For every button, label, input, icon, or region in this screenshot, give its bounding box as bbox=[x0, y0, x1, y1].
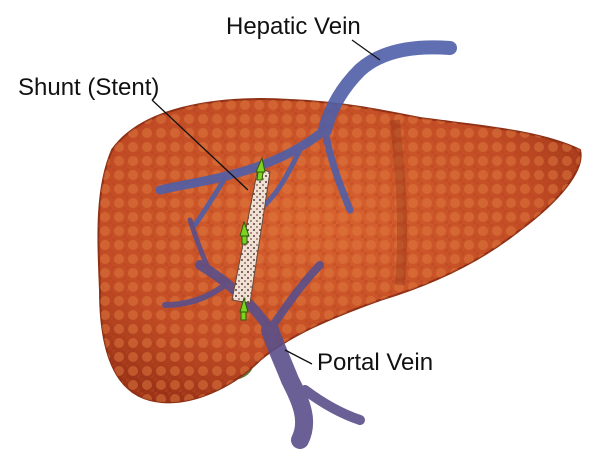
shunt-stent bbox=[231, 167, 271, 304]
label-shunt: Shunt (Stent) bbox=[18, 74, 160, 101]
leader-portal bbox=[284, 349, 313, 365]
label-portal-vein: Portal Vein bbox=[317, 349, 434, 376]
arrow-up-icon bbox=[255, 156, 266, 181]
hepatic-vein bbox=[155, 40, 457, 228]
arrow-up-icon bbox=[239, 220, 250, 245]
portal-vein bbox=[162, 217, 365, 449]
leader-shunt bbox=[151, 99, 249, 191]
leader-hepatic bbox=[351, 39, 381, 61]
label-hepatic-vein: Hepatic Vein bbox=[226, 13, 361, 40]
arrow-up-icon bbox=[239, 296, 249, 321]
